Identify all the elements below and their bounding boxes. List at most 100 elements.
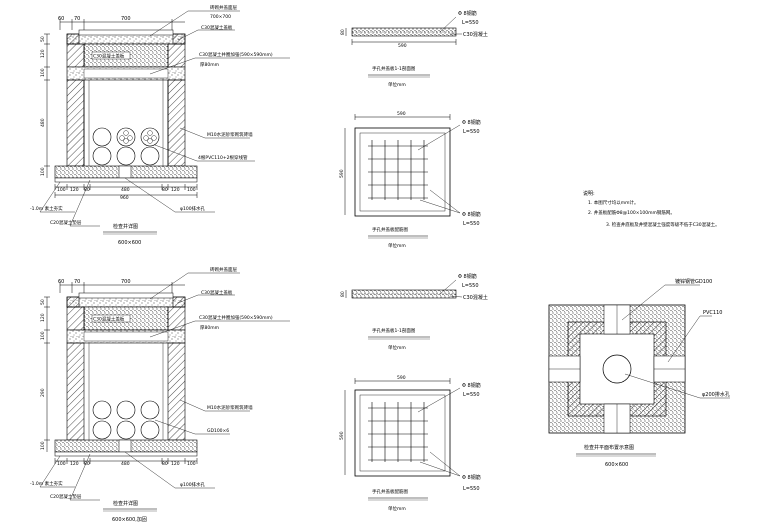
plan-bottom-subtitle: 单位mm bbox=[388, 505, 406, 512]
dim-bottom-1b: 100 bbox=[57, 461, 66, 467]
slab-bottom-rebar: Φ 8钢筋 bbox=[458, 273, 477, 280]
section-bottom-title: 检查井详图 bbox=[113, 500, 138, 507]
plan-bottom-title: 手孔井盖板配筋图 bbox=[372, 488, 408, 495]
plan-bottom-dim-width: 590 bbox=[397, 375, 406, 381]
dim-top-1b: 60 bbox=[58, 279, 64, 285]
label-c30-top-b: C30混凝土盖板 bbox=[201, 289, 233, 296]
plan-top-rebar2: Φ 8钢筋 bbox=[462, 211, 481, 218]
dim-side-4: 480 bbox=[40, 118, 46, 127]
label-gd-b: GD100×6 bbox=[207, 428, 229, 434]
dim-bottom-3b: 80 bbox=[84, 461, 90, 467]
label-c20-b: C20混凝土垫层 bbox=[50, 493, 82, 500]
dim-top-2: 70 bbox=[74, 16, 80, 22]
label-c20: C20混凝土垫层 bbox=[50, 219, 82, 226]
label-floor: -1.0m 素土夯实 bbox=[30, 205, 63, 212]
dim-side-3: 100 bbox=[40, 68, 46, 77]
label-c30-wall: C30混凝土井圈加强(590×590mm) bbox=[199, 51, 273, 58]
plan-label-gd: 镀锌钢管GD100 bbox=[675, 278, 712, 285]
label-cover-b: 砖砌井盖面层 bbox=[210, 266, 237, 273]
dim-side-3b: 100 bbox=[40, 331, 46, 340]
dim-bottom-2: 120 bbox=[70, 187, 79, 193]
section-top-title: 检查井详图 bbox=[113, 223, 138, 230]
dim-top-3b: 700 bbox=[121, 279, 131, 285]
section-top-subtitle: 600×600 bbox=[118, 240, 141, 246]
dim-bottom-6: 120 bbox=[171, 187, 180, 193]
label-m10: M10水泥砂浆砌筑砖墙 bbox=[207, 131, 253, 138]
well-plan-view: 镀锌钢管GD100 PVC110 φ200排水孔 检查井平面布置示意图 600×… bbox=[548, 278, 730, 468]
slab-top-l: L=550 bbox=[462, 20, 479, 26]
slab-bottom-title: 手孔井盖板1-1剖面图 bbox=[372, 327, 416, 334]
notes-line-2: 2. 井盖板配筋Φ8@100×100mm钢筋网。 bbox=[588, 209, 675, 216]
dim-side-2: 120 bbox=[40, 49, 46, 58]
slab-section-bottom: 80 Φ 8钢筋 L=550 C30混凝土 手孔井盖板1-1剖面图 单位mm bbox=[340, 273, 488, 351]
notes-heading: 说明: bbox=[583, 190, 595, 197]
section-detail-bottom: 60 70 700 C30混凝土盖板 50 120 bbox=[30, 266, 290, 523]
slab-inner-label: C30混凝土盖板 bbox=[93, 53, 125, 60]
label-c30-top: C30混凝土盖板 bbox=[201, 24, 233, 31]
plan-top-rebar1: Φ 8钢筋 bbox=[462, 119, 481, 126]
label-pvc: 4根PVC110+2根穿线管 bbox=[198, 154, 248, 161]
plan-top-title: 手孔井盖板配筋图 bbox=[372, 226, 408, 233]
slab-inner-label-b: C30混凝土盖板 bbox=[93, 316, 125, 323]
dim-top-2b: 70 bbox=[74, 279, 80, 285]
dim-bottom-4b: 480 bbox=[121, 461, 130, 467]
dim-side-1: 50 bbox=[40, 36, 46, 42]
dim-bottom-5: 80 bbox=[162, 187, 168, 193]
dim-bottom-7: 100 bbox=[187, 187, 196, 193]
plan-bottom-l2: L=550 bbox=[463, 486, 480, 492]
label-depth-b: 厚80mm bbox=[200, 325, 219, 331]
section-detail-top: 60 70 700 C30混凝土盖板 bbox=[30, 4, 290, 246]
notes-line-1: 1. 本图尺寸均以mm计。 bbox=[588, 199, 639, 206]
dim-bottom-5b: 80 bbox=[162, 461, 168, 467]
dim-top-1: 60 bbox=[58, 16, 64, 22]
section-bottom-subtitle: 600×600,加固 bbox=[112, 516, 147, 523]
dim-side-1b: 50 bbox=[40, 299, 46, 305]
label-cover: 砖砌井盖面层 bbox=[210, 4, 237, 11]
label-drain-b: φ100排水孔 bbox=[180, 481, 206, 488]
slab-bottom-l: L=550 bbox=[462, 283, 479, 289]
dim-bottom-1: 100 bbox=[57, 187, 66, 193]
dim-bottom-3: 80 bbox=[84, 187, 90, 193]
dim-total: 960 bbox=[120, 195, 129, 201]
slab-bottom-concrete: C30混凝土 bbox=[463, 294, 488, 301]
notes: 说明: 1. 本图尺寸均以mm计。 2. 井盖板配筋Φ8@100×100mm钢筋… bbox=[583, 190, 720, 228]
label-c30-wall-b: C30混凝土井圈加强(590×590mm) bbox=[199, 314, 273, 321]
label-floor-b: -1.0m 素土夯实 bbox=[30, 480, 63, 487]
plan-label-pvc: PVC110 bbox=[703, 310, 722, 316]
plan-bottom-dim-height: 590 bbox=[339, 431, 345, 440]
slab-top-dim-width: 590 bbox=[398, 43, 407, 49]
plan-top-dim-width: 590 bbox=[397, 111, 406, 117]
dim-side-5: 100 bbox=[40, 167, 46, 176]
slab-bottom-subtitle: 单位mm bbox=[388, 344, 406, 351]
plan-bottom-rebar1: Φ 8钢筋 bbox=[462, 382, 481, 389]
dim-side-4b: 290 bbox=[40, 388, 46, 397]
slab-top-title: 手孔井盖板1-1剖面图 bbox=[372, 65, 416, 72]
dim-bottom-6b: 120 bbox=[171, 461, 180, 467]
plan-top-subtitle: 单位mm bbox=[388, 242, 406, 249]
dim-side-2b: 120 bbox=[40, 313, 46, 322]
plan-view-title: 检查井平面布置示意图 bbox=[584, 444, 634, 451]
plan-label-drain: φ200排水孔 bbox=[702, 391, 730, 398]
plan-bottom-rebar2: Φ 8钢筋 bbox=[462, 474, 481, 481]
dim-bottom-2b: 120 bbox=[70, 461, 79, 467]
plan-top-l1: L=550 bbox=[463, 129, 480, 135]
plan-view-subtitle: 600×600 bbox=[605, 462, 628, 468]
notes-line-3: 3. 检查井底板及井壁混凝土强度等级不低于C30混凝土。 bbox=[606, 221, 720, 228]
dim-bottom-4: 480 bbox=[121, 187, 130, 193]
plan-bottom-l1: L=550 bbox=[463, 392, 480, 398]
rebar-plan-bottom: 590 590 Φ 8钢筋 L=550 Φ 8钢筋 L=550 手孔井盖板配筋图… bbox=[339, 375, 481, 512]
label-m10-b: M10水泥砂浆砌筑砖墙 bbox=[207, 404, 253, 411]
label-cover-size: 700×700 bbox=[210, 14, 231, 20]
slab-section-top: 80 590 Φ 8钢筋 L=550 C30混凝土 手孔井盖板1-1剖面图 单位… bbox=[340, 10, 488, 88]
label-drain: φ100排水孔 bbox=[180, 205, 206, 212]
slab-top-rebar: Φ 8钢筋 bbox=[458, 10, 477, 17]
slab-top-subtitle: 单位mm bbox=[388, 81, 406, 88]
plan-top-l2: L=550 bbox=[463, 221, 480, 227]
label-depth: 厚80mm bbox=[200, 62, 219, 68]
dim-bottom-7b: 100 bbox=[187, 461, 196, 467]
dim-top-3: 700 bbox=[121, 16, 131, 22]
slab-top-dim-side: 80 bbox=[340, 29, 346, 35]
dim-side-5b: 100 bbox=[40, 441, 46, 450]
slab-bottom-dim-side: 80 bbox=[340, 291, 346, 297]
